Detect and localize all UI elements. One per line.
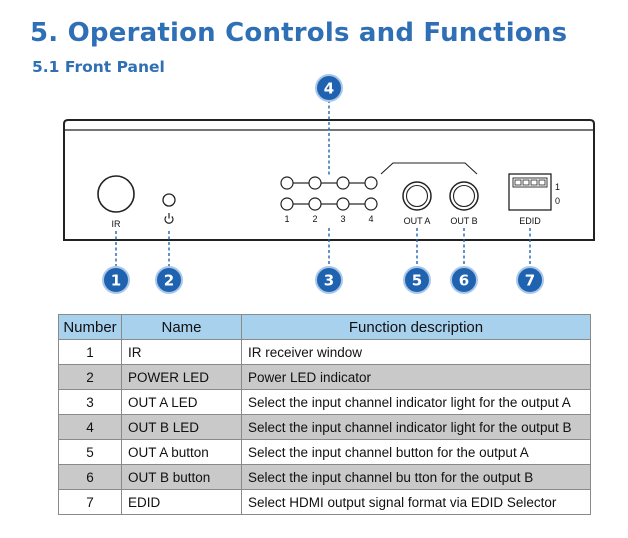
led-number-label: 2 (312, 214, 317, 224)
row-name: OUT A button (121, 439, 242, 465)
led-number-label: 1 (284, 214, 289, 224)
edid-switch-on-label: 1 (555, 182, 560, 192)
table-row: 6 OUT B button Select the input channel … (58, 464, 591, 490)
out-b-label: OUT B (450, 216, 477, 226)
page-title: 5. Operation Controls and Functions (30, 18, 568, 48)
row-number: 4 (58, 414, 122, 440)
out-buttons-bracket (380, 162, 478, 175)
out-a-label: OUT A (404, 216, 431, 226)
led-number-label: 4 (368, 214, 373, 224)
row-name: EDID (121, 489, 242, 515)
row-description: Select the input channel button for the … (241, 439, 591, 465)
row-number: 2 (58, 364, 122, 390)
table-row: 1 IR IR receiver window (58, 339, 591, 365)
svg-text:4: 4 (324, 80, 334, 98)
row-description: Select the input channel bu tton for the… (241, 464, 591, 490)
table-row: 5 OUT A button Select the input channel … (58, 439, 591, 465)
row-description: Power LED indicator (241, 364, 591, 390)
edid-switch-off-label: 0 (555, 196, 560, 206)
callout-1: 1 (102, 266, 130, 294)
svg-text:1: 1 (111, 272, 121, 290)
row-number: 1 (58, 339, 122, 365)
out-a-led-2 (308, 176, 322, 190)
callout-5: 5 (403, 266, 431, 294)
function-table: Number Name Function description 1 IR IR… (58, 314, 591, 515)
out-a-button-inner (405, 184, 429, 208)
out-b-button-inner (452, 184, 476, 208)
table-row: 4 OUT B LED Select the input channel ind… (58, 414, 591, 440)
section-subtitle: 5.1 Front Panel (32, 58, 165, 76)
out-a-led-row (280, 176, 378, 190)
callout-7: 7 (516, 266, 544, 294)
out-b-led-1 (280, 197, 294, 211)
table-row: 3 OUT A LED Select the input channel ind… (58, 389, 591, 415)
row-name: IR (121, 339, 242, 365)
edid-dip-switch[interactable] (508, 173, 552, 211)
header-function-description: Function description (241, 314, 591, 340)
header-number: Number (58, 314, 122, 340)
table-row: 7 EDID Select HDMI output signal format … (58, 489, 591, 515)
table-row: 2 POWER LED Power LED indicator (58, 364, 591, 390)
row-number: 7 (58, 489, 122, 515)
svg-text:7: 7 (525, 272, 535, 290)
out-b-led-4 (364, 197, 378, 211)
edid-label: EDID (519, 216, 541, 226)
row-number: 6 (58, 464, 122, 490)
row-number: 5 (58, 439, 122, 465)
svg-text:6: 6 (459, 272, 469, 290)
row-name: POWER LED (121, 364, 242, 390)
power-led (162, 193, 176, 207)
power-icon (164, 213, 174, 224)
row-description: IR receiver window (241, 339, 591, 365)
out-b-led-row (280, 197, 378, 211)
svg-text:5: 5 (412, 272, 422, 290)
row-name: OUT A LED (121, 389, 242, 415)
row-description: Select the input channel indicator light… (241, 414, 591, 440)
svg-text:3: 3 (324, 272, 334, 290)
callout-3: 3 (315, 266, 343, 294)
out-a-led-4 (364, 176, 378, 190)
row-name: OUT B LED (121, 414, 242, 440)
table-header-row: Number Name Function description (58, 314, 591, 340)
svg-text:2: 2 (164, 272, 174, 290)
ir-label: IR (112, 219, 122, 229)
callout-2: 2 (155, 266, 183, 294)
out-a-led-3 (336, 176, 350, 190)
row-description: Select the input channel indicator light… (241, 389, 591, 415)
row-name: OUT B button (121, 464, 242, 490)
out-a-led-1 (280, 176, 294, 190)
out-b-led-3 (336, 197, 350, 211)
row-description: Select HDMI output signal format via EDI… (241, 489, 591, 515)
ir-receiver-window (97, 175, 135, 213)
out-b-led-2 (308, 197, 322, 211)
callout-4: 4 (315, 74, 343, 102)
led-number-label: 3 (340, 214, 345, 224)
callout-leader-lines (115, 100, 531, 268)
front-panel-diagram: IR 1 2 3 4 OUT A OUT B (63, 74, 595, 294)
row-number: 3 (58, 389, 122, 415)
callout-6: 6 (450, 266, 478, 294)
header-name: Name (121, 314, 242, 340)
